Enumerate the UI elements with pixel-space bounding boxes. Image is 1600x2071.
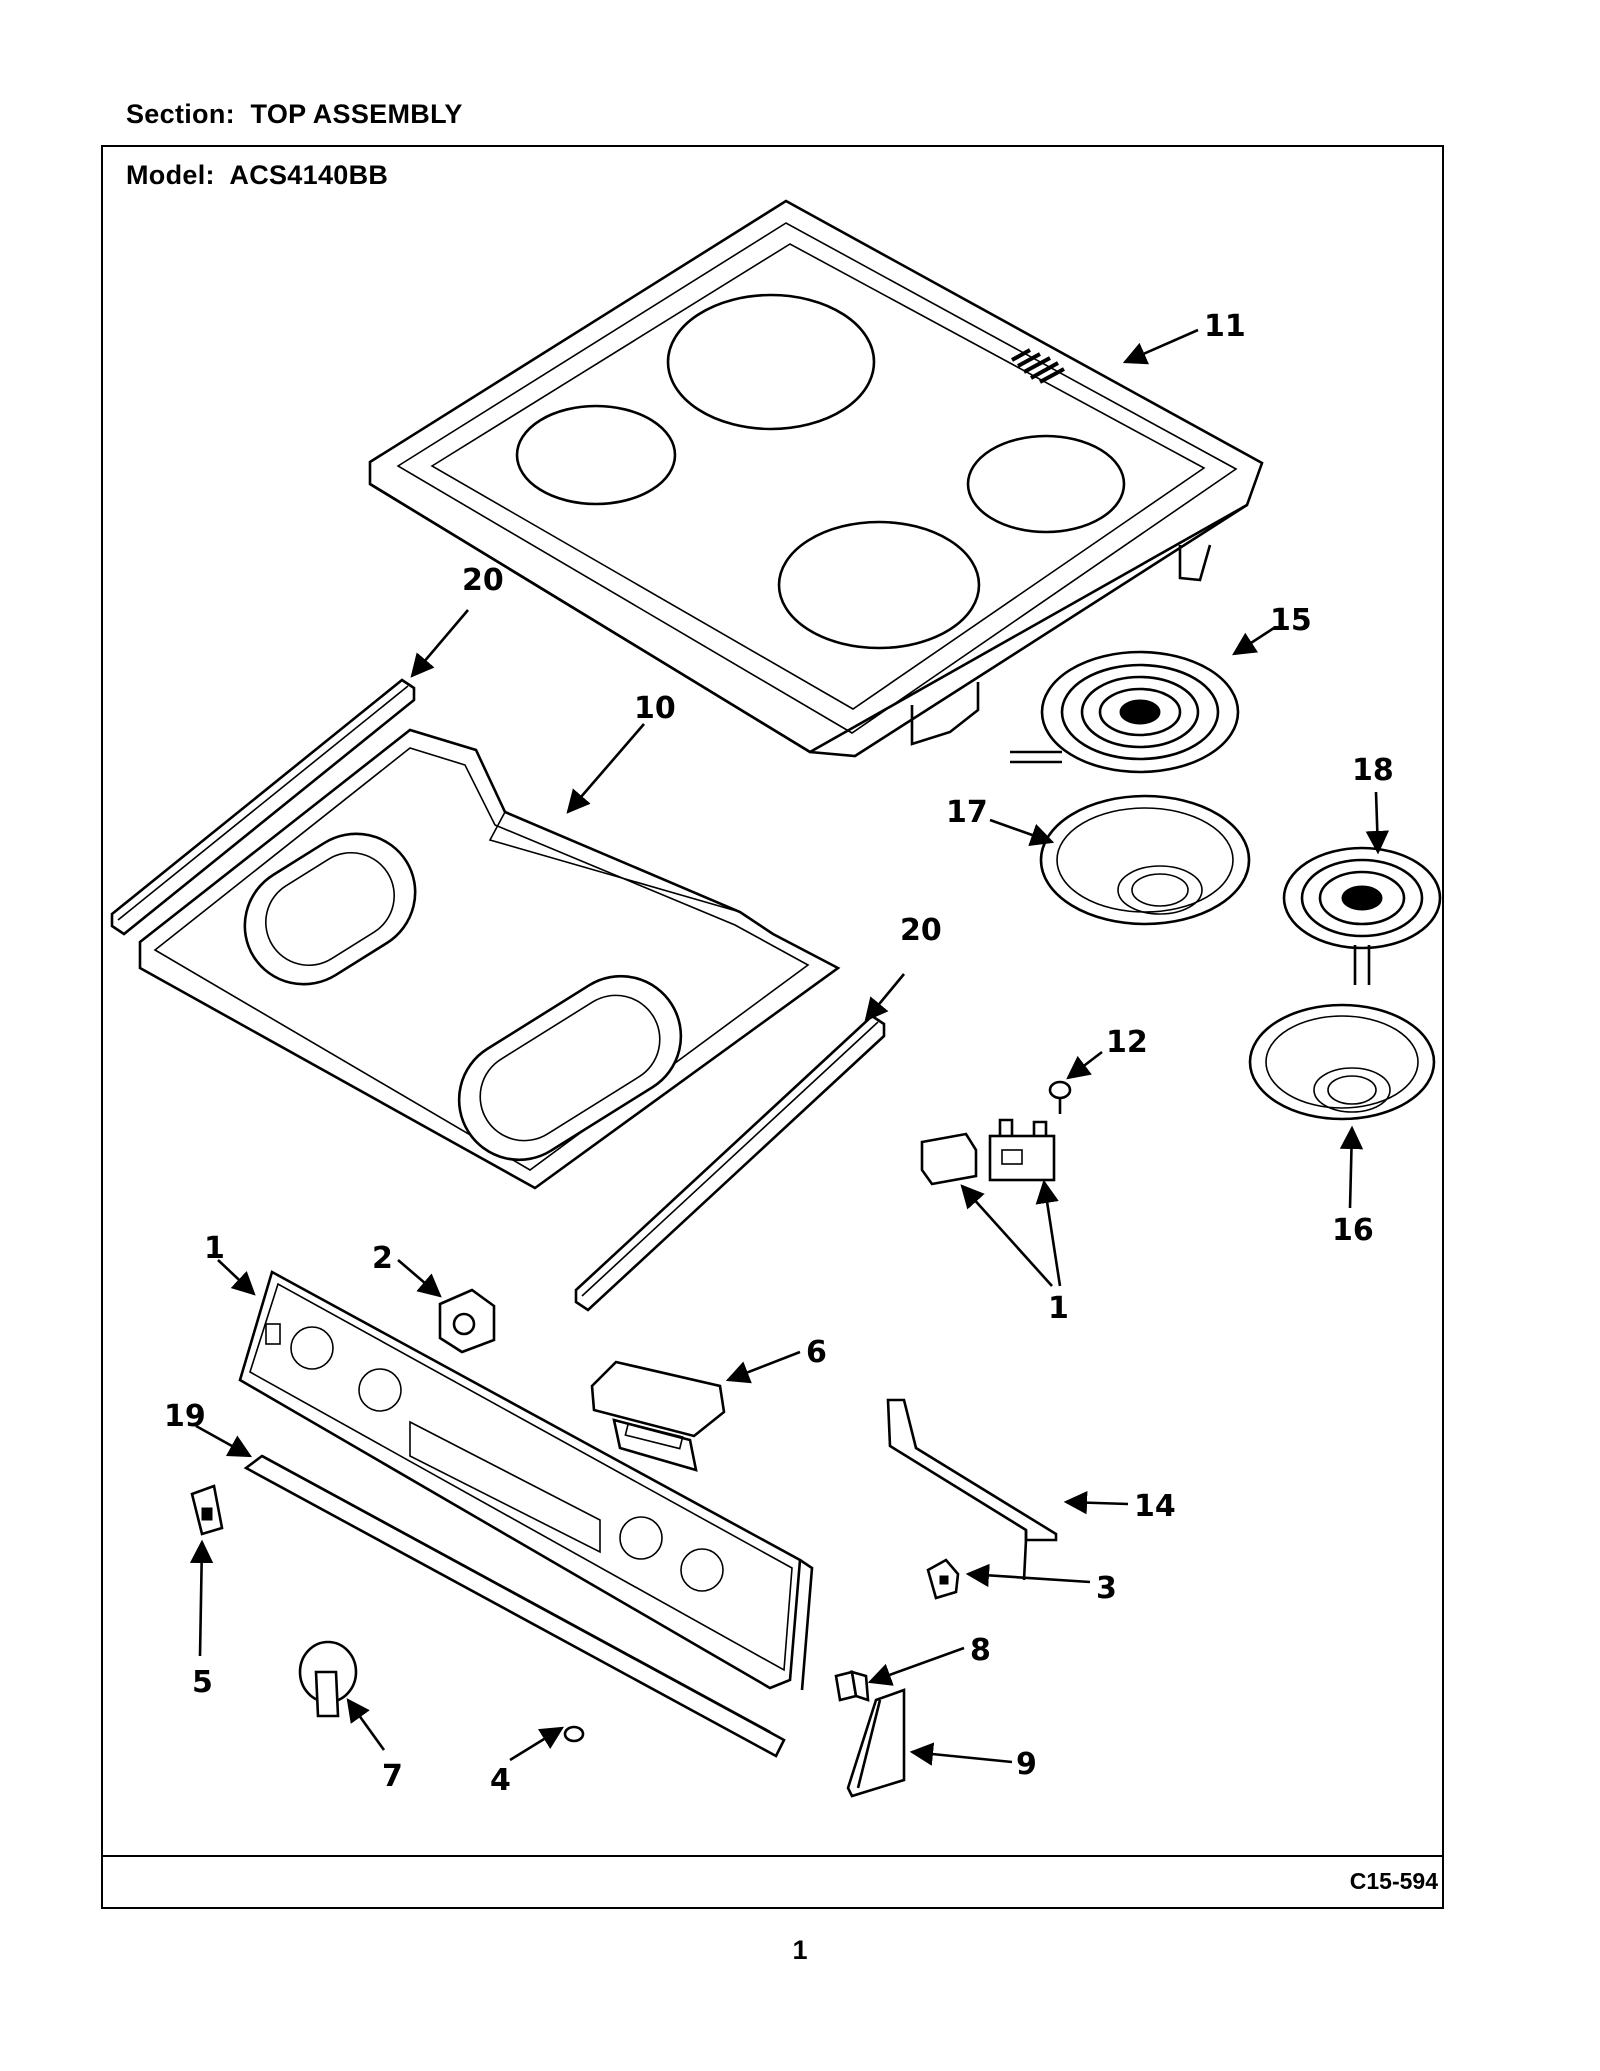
callout-15: 15 [1270, 603, 1312, 638]
callout-2: 2 [372, 1241, 393, 1276]
callout-7: 7 [382, 1759, 403, 1794]
section-header: Section: TOP ASSEMBLY [126, 99, 463, 130]
clock-timer-part-6 [590, 1360, 726, 1472]
callout-5: 5 [192, 1665, 213, 1700]
callout-1-terminal: 1 [1048, 1291, 1069, 1326]
callout-3: 3 [1096, 1571, 1117, 1606]
trim-part-19 [243, 1454, 786, 1758]
diagram-code: C15-594 [1349, 1868, 1438, 1894]
clip-part-3 [926, 1558, 960, 1600]
callout-4: 4 [490, 1763, 511, 1798]
switch-part-5 [190, 1484, 224, 1536]
model-value: ACS4140BB [229, 160, 389, 190]
model-label: Model: [126, 160, 215, 190]
burner-box-part-10 [138, 728, 841, 1190]
indicator-part-2 [438, 1288, 496, 1354]
rail-part-20-left [110, 678, 416, 936]
footer-divider [101, 1855, 1444, 1857]
screw-part-12 [1048, 1080, 1072, 1114]
button-part-4 [563, 1725, 585, 1743]
model-header: Model: ACS4140BB [126, 160, 388, 191]
callout-14: 14 [1134, 1489, 1176, 1524]
cooktop-part-11 [368, 199, 1264, 758]
diagram-frame [101, 145, 1444, 1909]
leader-lines [189, 328, 1389, 1766]
small-coil-element-part-18 [1282, 846, 1442, 985]
callout-9: 9 [1016, 1747, 1037, 1782]
small-drip-pan-part-16 [1248, 1003, 1436, 1121]
bracket-part-8 [834, 1670, 870, 1702]
callout-numbers: 11 20 10 15 18 17 20 12 1 16 1 2 6 19 14… [164, 309, 1394, 1798]
callout-8: 8 [970, 1633, 991, 1668]
callout-11: 11 [1204, 309, 1246, 344]
callout-20-left: 20 [462, 563, 504, 598]
callout-17: 17 [946, 795, 988, 830]
end-cap-part-9 [846, 1688, 906, 1798]
large-drip-pan-part-17 [1039, 794, 1251, 926]
callout-16: 16 [1332, 1213, 1374, 1248]
callout-19: 19 [164, 1399, 206, 1434]
callout-10: 10 [634, 691, 676, 726]
large-coil-element-part-15 [1010, 650, 1240, 774]
control-panel-part-1 [238, 1270, 814, 1691]
callout-6: 6 [806, 1335, 827, 1370]
terminal-block-part-1 [920, 1118, 1056, 1186]
section-value: TOP ASSEMBLY [250, 99, 463, 129]
page-number: 1 [792, 1935, 808, 1965]
callout-1-panel: 1 [204, 1231, 225, 1266]
callout-20-right: 20 [900, 913, 942, 948]
knob-part-7 [298, 1640, 358, 1718]
section-label: Section: [126, 99, 235, 129]
callout-12: 12 [1106, 1025, 1148, 1060]
callout-18: 18 [1352, 753, 1394, 788]
bracket-part-14 [886, 1398, 1058, 1581]
